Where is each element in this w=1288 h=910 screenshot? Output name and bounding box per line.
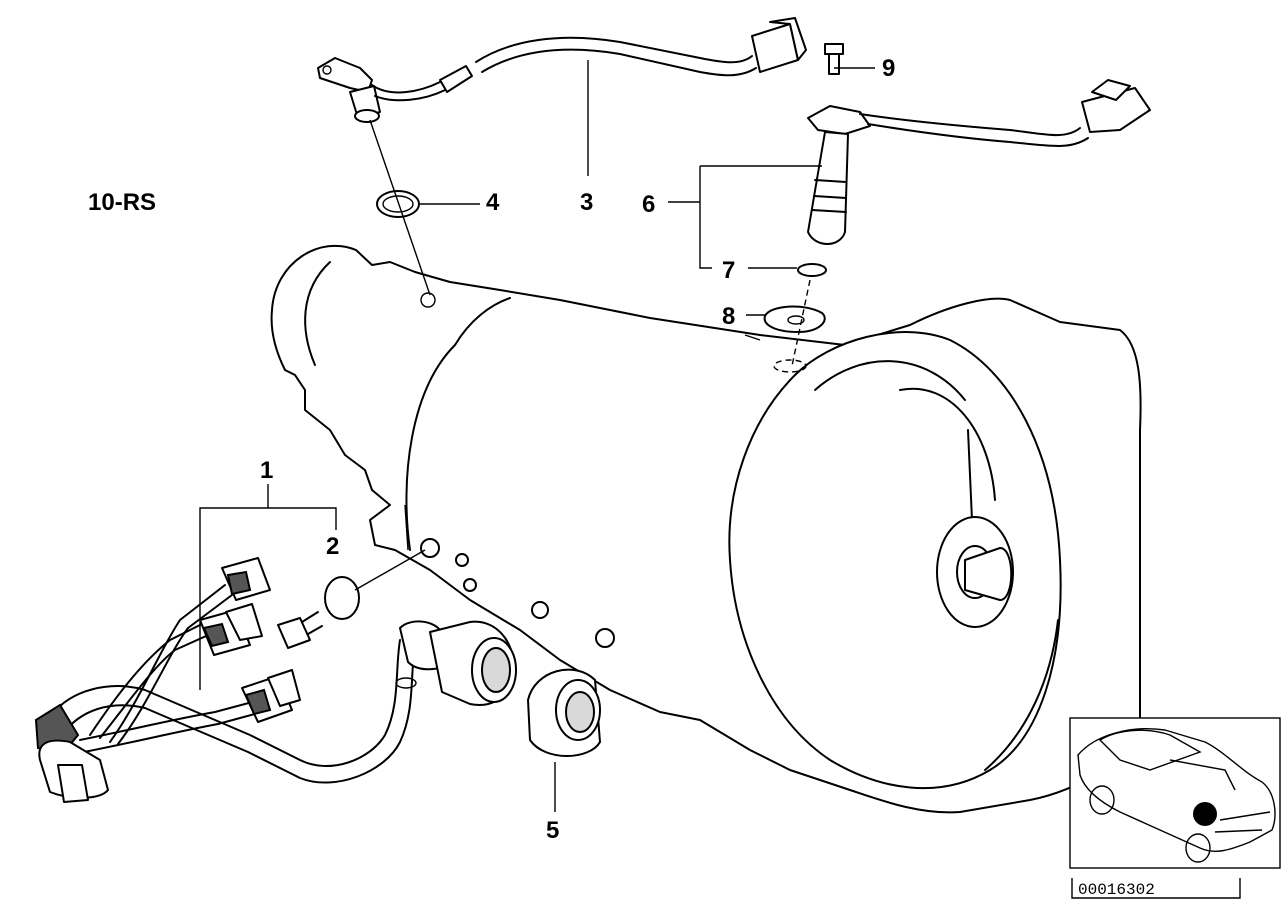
leader-lines <box>199 60 875 812</box>
diagram-code: 10-RS <box>88 189 156 216</box>
part-5-protective-cap <box>527 668 601 757</box>
part-7-o-ring <box>797 263 827 277</box>
part-6-speed-sensor <box>807 79 1151 245</box>
image-number-box: 00016302 <box>1071 878 1241 899</box>
transmission-housing <box>270 244 1142 814</box>
label-2: 2 <box>326 533 339 560</box>
label-6: 6 <box>642 191 655 218</box>
part-3-speed-sensor-cable <box>317 17 807 123</box>
label-8: 8 <box>722 303 735 330</box>
label-4: 4 <box>486 189 500 216</box>
label-9: 9 <box>882 55 895 82</box>
image-number: 00016302 <box>1078 881 1155 899</box>
part-4-o-ring <box>376 190 420 218</box>
part-8-gasket <box>763 305 826 333</box>
part-9-bolt <box>824 43 844 75</box>
part-2-o-ring <box>324 576 360 620</box>
label-3: 3 <box>580 189 593 216</box>
label-7: 7 <box>722 257 735 284</box>
vehicle-location-inset <box>1069 717 1281 869</box>
part-1-wiring-harness <box>34 557 517 803</box>
label-5: 5 <box>546 817 559 844</box>
label-1: 1 <box>260 457 273 484</box>
location-marker-icon <box>1193 802 1217 826</box>
